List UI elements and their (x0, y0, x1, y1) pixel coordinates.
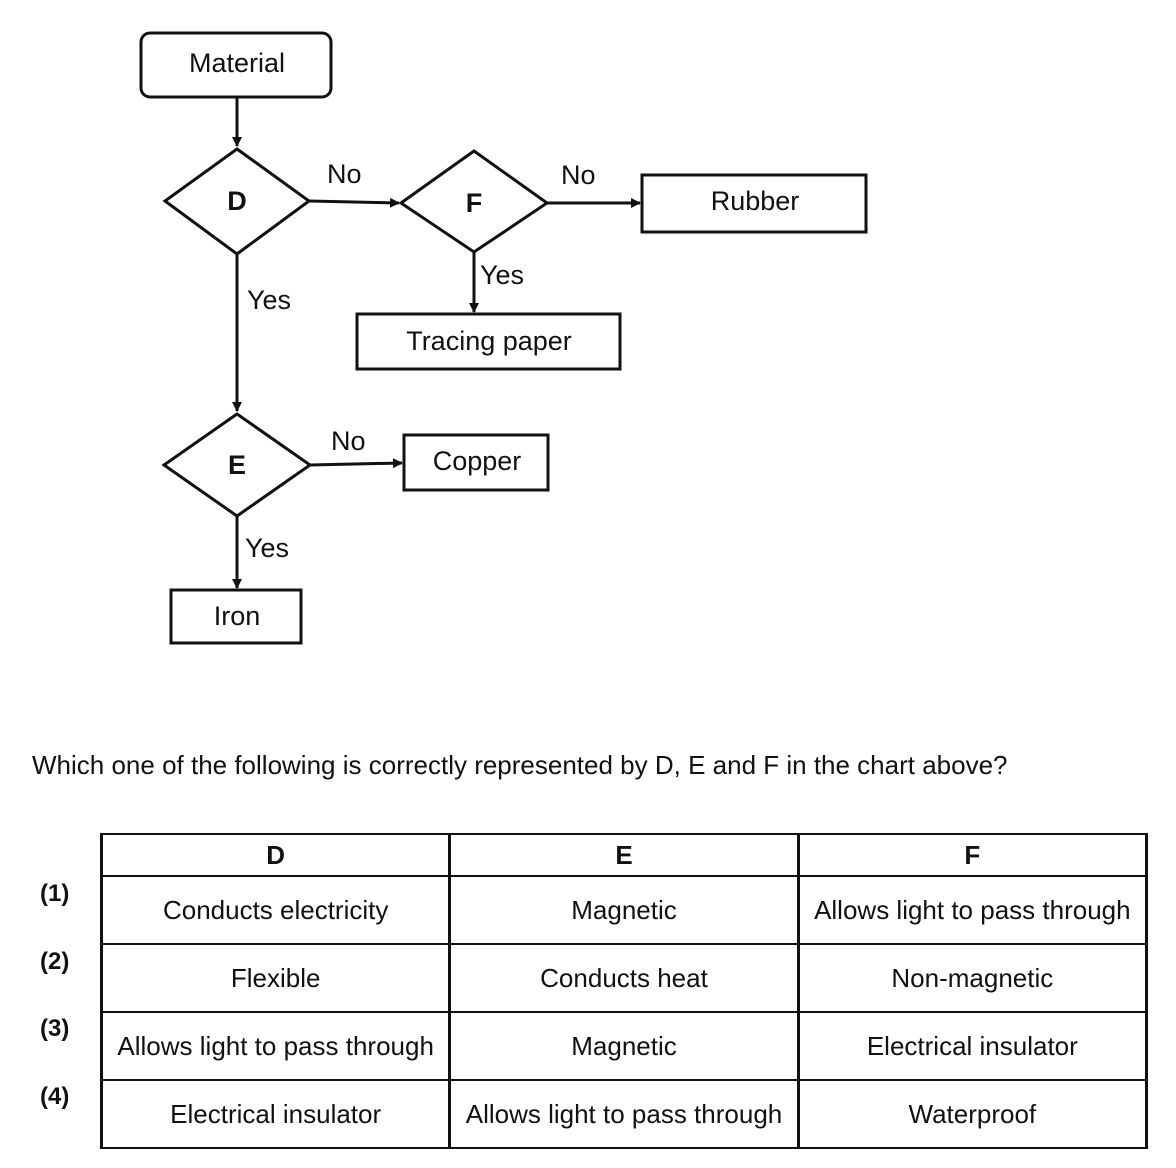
rubber-label: Rubber (710, 186, 800, 216)
iron-label: Iron (213, 601, 261, 631)
row1-f: Allows light to pass through (796, 875, 1149, 945)
header-d: D (99, 833, 452, 877)
decision-e-label: E (227, 450, 247, 480)
header-e: E (448, 833, 800, 877)
row3-e: Magnetic (448, 1011, 800, 1081)
row1-e: Magnetic (448, 875, 800, 945)
options-table: D E F Conducts electricity Magnetic Allo… (99, 833, 1149, 1149)
row4-f: Waterproof (796, 1079, 1149, 1149)
table-row: Conducts electricity Magnetic Allows lig… (99, 875, 1149, 945)
row2-d: Flexible (99, 943, 452, 1013)
row2-e: Conducts heat (448, 943, 800, 1013)
table-row: Flexible Conducts heat Non-magnetic (99, 943, 1149, 1013)
table-row: Allows light to pass through Magnetic El… (99, 1011, 1149, 1081)
option-number-4: (4) (40, 1083, 70, 1110)
table-row: Electrical insulator Allows light to pas… (99, 1079, 1149, 1149)
arrow-d-to-f (308, 197, 400, 208)
row2-f: Non-magnetic (796, 943, 1149, 1013)
rubber-box (640, 173, 868, 234)
decision-f-label: F (465, 188, 483, 218)
edge-label-d-yes: Yes (247, 285, 292, 315)
copper-box (402, 433, 550, 492)
edge-label-f-yes: Yes (480, 260, 525, 290)
header-f: F (796, 833, 1149, 877)
row3-f: Electrical insulator (796, 1011, 1149, 1081)
question-text: Which one of the following is correctly … (32, 750, 1008, 780)
tracing-paper-label: Tracing paper (406, 326, 572, 356)
row4-e: Allows light to pass through (448, 1079, 800, 1149)
option-number-2: (2) (40, 948, 70, 975)
table-header-row: D E F (99, 833, 1149, 877)
row4-d: Electrical insulator (99, 1079, 452, 1149)
option-number-1: (1) (40, 880, 70, 907)
edge-label-e-no: No (331, 426, 366, 456)
edge-label-d-no: No (327, 159, 362, 189)
iron-box (169, 588, 303, 645)
copper-label: Copper (432, 446, 522, 476)
arrow-e-to-copper (309, 458, 403, 469)
edge-label-f-no: No (561, 160, 596, 190)
row1-d: Conducts electricity (99, 875, 452, 945)
edge-label-e-yes: Yes (245, 533, 290, 563)
material-label: Material (188, 48, 286, 78)
flowchart-diagram (139, 31, 868, 645)
decision-d-label: D (227, 186, 247, 216)
tracing-paper-box (355, 312, 622, 371)
row3-d: Allows light to pass through (99, 1011, 452, 1081)
option-number-3: (3) (40, 1015, 70, 1042)
